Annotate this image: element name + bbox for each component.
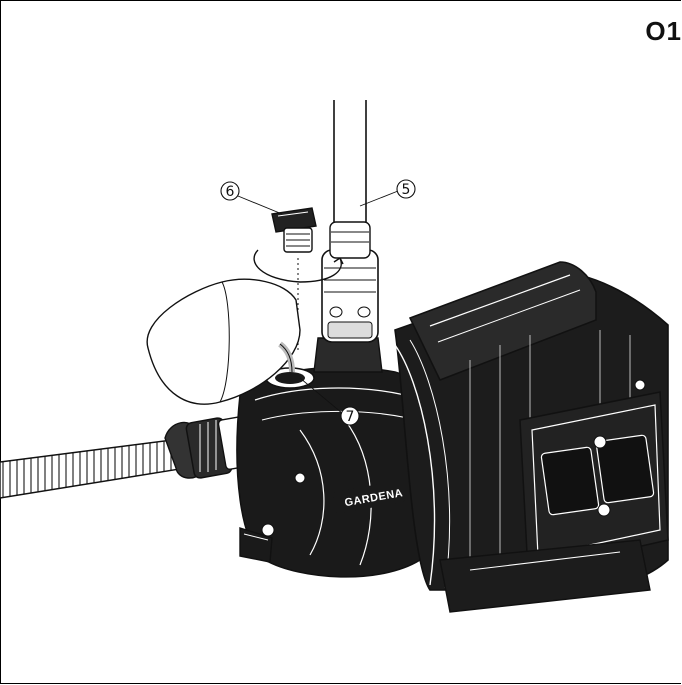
callout-5-label: 5 xyxy=(402,182,411,198)
callout-6: 6 xyxy=(220,181,240,201)
callout-7: 7 xyxy=(340,406,360,426)
callout-7-label: 7 xyxy=(346,409,355,425)
water-jug xyxy=(146,278,301,405)
motor-body xyxy=(394,261,669,613)
callout-5: 5 xyxy=(396,179,416,199)
callout-6-label: 6 xyxy=(226,184,235,200)
filling-cap xyxy=(253,207,344,350)
screw-icon xyxy=(593,435,607,449)
callout-leaders xyxy=(237,190,399,414)
suction-hose xyxy=(0,439,188,499)
figure-label: O1 xyxy=(645,16,682,46)
pressure-hose xyxy=(329,100,371,259)
screw-icon xyxy=(597,503,611,517)
outlet-coupling xyxy=(313,249,383,373)
